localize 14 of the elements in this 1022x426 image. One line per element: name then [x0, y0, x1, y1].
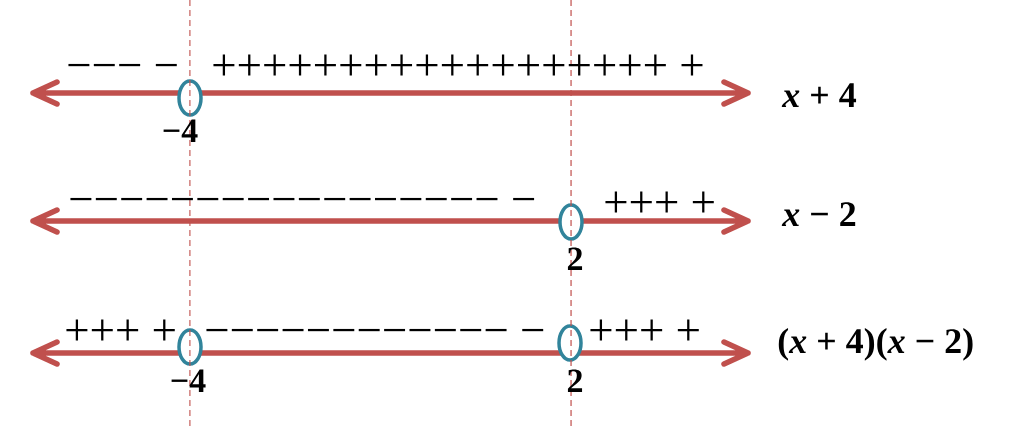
tick-label: 2 — [567, 247, 583, 270]
tick-label: −4 — [171, 369, 206, 392]
sign-label: −−− − — [68, 63, 177, 67]
sign-label: −−−−−−−−−−−− − — [206, 328, 544, 332]
sign-label: +++ + — [590, 319, 699, 341]
expression-label: x − 2 — [781, 202, 856, 226]
sign-label: +++ + — [605, 191, 714, 213]
expression-label: (x + 4)(x − 2) — [778, 328, 973, 361]
sign-label: ++++++++++++++++++ + — [213, 54, 703, 76]
expression-label: x + 4 — [781, 83, 857, 107]
tick-label: 2 — [567, 369, 583, 392]
sign-label: −−−−−−−−−−−−−−−−− − — [70, 197, 535, 201]
sign-label: +++ + — [66, 319, 175, 341]
tick-label: −4 — [163, 119, 198, 142]
